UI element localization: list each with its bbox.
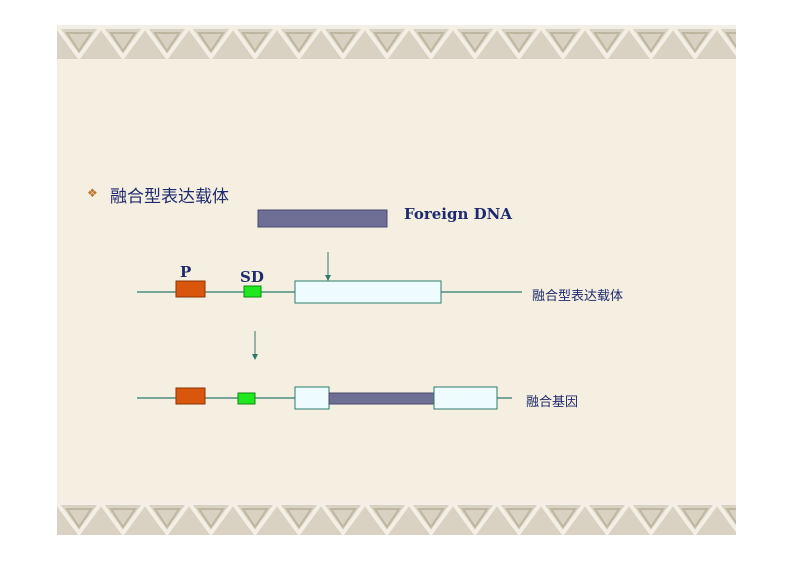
- sd-label: SD: [240, 268, 264, 286]
- fusion-sd-box: [238, 393, 255, 404]
- fusion-gene-label: 融合基因: [526, 391, 578, 410]
- vector-label: 融合型表达载体: [532, 285, 623, 304]
- fusion-promoter-box: [176, 388, 205, 404]
- promoter-box: [176, 281, 205, 297]
- fusion-gene-right-box: [434, 387, 497, 409]
- foreign-dna-bar: [258, 210, 387, 227]
- sd-box: [244, 286, 261, 297]
- foreign-dna-label: Foreign DNA: [404, 205, 512, 223]
- result-arrow-head: [252, 354, 258, 360]
- insertion-arrow-head: [325, 275, 331, 281]
- promoter-label: P: [180, 263, 191, 281]
- fusion-foreign-dna-bar: [329, 393, 434, 404]
- fusion-gene-left-box: [295, 387, 329, 409]
- vector-gene-box: [295, 281, 441, 303]
